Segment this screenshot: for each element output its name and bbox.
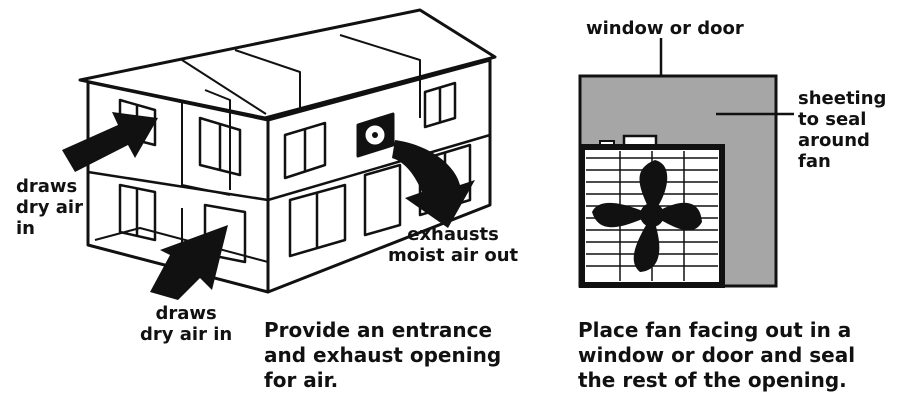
label-window-or-door: window or door [586,18,744,39]
window-fan-illustration [578,38,794,288]
label-line: sheeting [798,88,887,109]
label-line: in [16,218,35,239]
label-draws-dry-air-in-left: draws dry air in [16,176,83,239]
label-line: to seal [798,109,867,130]
label-draws-dry-air-in-bottom: draws dry air in [140,303,232,345]
label-line: moist air out [388,245,519,266]
caption-right: Place fan facing out in a window or door… [578,318,855,393]
caption-line: for air. [264,368,339,392]
arrow-exhaust-icon [392,140,475,228]
caption-left: Provide an entrance and exhaust opening … [264,318,501,393]
label-line: draws [155,303,217,324]
label-line: dry air [16,197,83,218]
airflow-arrows [62,112,475,300]
label-line: fan [798,151,831,172]
caption-line: the rest of the opening. [578,368,847,392]
label-sheeting: sheeting to seal around fan [798,88,886,172]
caption-line: window or door and seal [578,343,856,367]
caption-line: Provide an entrance [264,318,493,342]
house-exhaust-fan [356,112,395,158]
label-line: dry air in [140,324,233,345]
arrow-bottom-icon [150,225,228,300]
fan-blades-icon [592,160,702,272]
caption-line: Place fan facing out in a [578,318,852,342]
label-line: around [798,130,870,151]
label-exhausts-moist-air-out: exhausts moist air out [388,224,518,266]
label-line: draws [16,176,78,197]
label-line: exhausts [407,224,499,245]
arrow-left-icon [62,112,158,172]
caption-line: and exhaust opening [264,343,502,367]
